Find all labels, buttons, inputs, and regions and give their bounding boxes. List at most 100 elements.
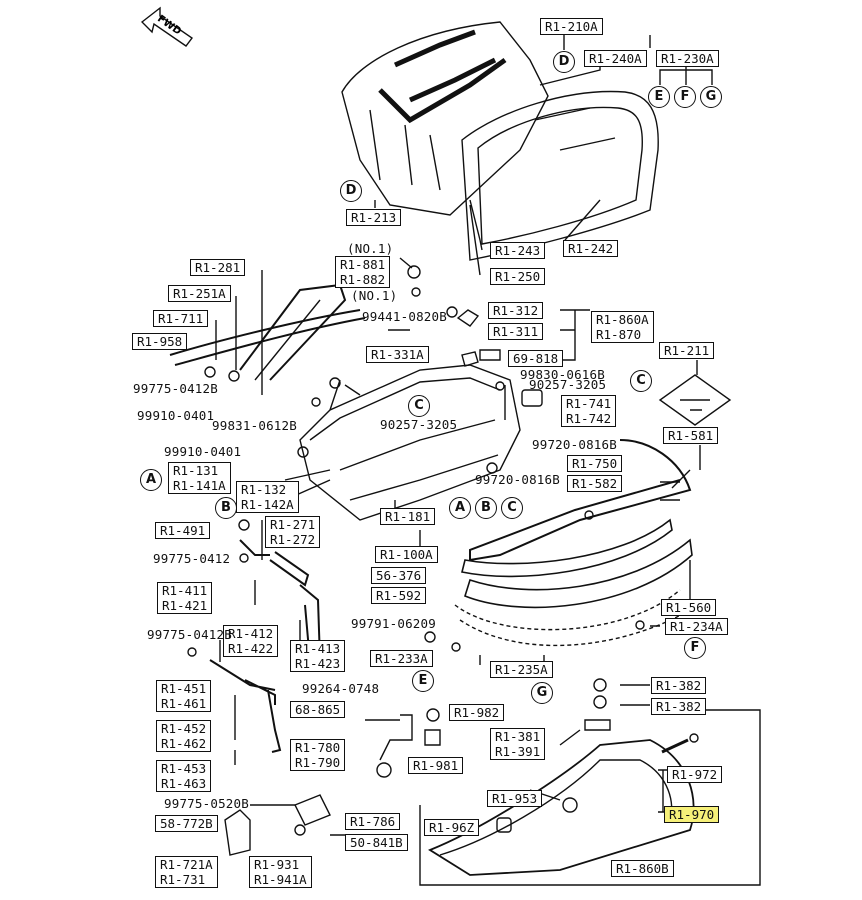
part-box-r1-582: R1-582 [567, 475, 623, 492]
part-box-r1-721a-731: R1-721A R1-731 [155, 856, 218, 888]
label-99264-0748: 99264-0748 [302, 681, 380, 696]
part-box-r1-181: R1-181 [380, 508, 436, 525]
top-frame-shape [299, 364, 521, 521]
callout-g-2: G [531, 682, 553, 704]
label-99720-0816b-a: 99720-0816B [532, 437, 617, 452]
part-box-r1-240a: R1-240A [584, 50, 647, 67]
part-box-r1-953: R1-953 [487, 790, 543, 807]
part-box-r1-213: R1-213 [346, 209, 402, 226]
part-box-r1-210a: R1-210A [540, 18, 603, 35]
part-box-r1-982: R1-982 [449, 704, 505, 721]
part-box-r1-491: R1-491 [155, 522, 211, 539]
part-box-r1-786: R1-786 [345, 813, 401, 830]
callout-b: B [215, 497, 237, 519]
part-box-50-841b: 50-841B [345, 834, 408, 851]
label-no1-a: (NO.1) [347, 241, 394, 256]
part-box-r1-235a: R1-235A [490, 661, 553, 678]
label-99441-0820b: 99441-0820B [362, 309, 447, 324]
part-box-r1-453-463: R1-453 R1-463 [156, 760, 212, 792]
part-box-r1-750: R1-750 [567, 455, 623, 472]
callout-c-3: C [501, 497, 523, 519]
label-99775-0412b-b: 99775-0412B [147, 627, 232, 642]
label-99830-0616b: 99830-0616B [520, 367, 605, 382]
part-box-r1-413-423: R1-413 R1-423 [290, 640, 346, 672]
part-box-r1-251a: R1-251A [168, 285, 231, 302]
label-no1-b: (NO.1) [351, 288, 398, 303]
part-box-r1-382-a: R1-382 [651, 677, 707, 694]
part-box-r1-881-882: R1-881 R1-882 [335, 256, 391, 288]
part-box-r1-981: R1-981 [408, 757, 464, 774]
part-box-58-772b: 58-772B [155, 815, 218, 832]
part-box-r1-234a: R1-234A [665, 618, 728, 635]
knob-icon [376, 762, 392, 778]
warning-label-icon [658, 374, 732, 426]
part-box-r1-741-742: R1-741 R1-742 [561, 395, 617, 427]
side-rail-shape [469, 439, 692, 562]
part-box-r1-100a: R1-100A [375, 546, 438, 563]
part-box-r1-860a-870: R1-860A R1-870 [591, 311, 654, 343]
part-box-r1-711: R1-711 [153, 310, 209, 327]
part-box-r1-412-422: R1-412 R1-422 [223, 625, 279, 657]
part-box-r1-931-941a: R1-931 R1-941A [249, 856, 312, 888]
label-99910-0401-b: 99910-0401 [164, 444, 242, 459]
part-box-r1-780-790: R1-780 R1-790 [290, 739, 346, 771]
part-box-r1-581: R1-581 [663, 427, 719, 444]
callout-g: G [700, 86, 722, 108]
part-box-r1-250: R1-250 [490, 268, 546, 285]
callout-b-2: B [475, 497, 497, 519]
part-box-r1-381-391: R1-381 R1-391 [490, 728, 546, 760]
callout-c: C [630, 370, 652, 392]
label-90257-3205-b: 90257-3205 [380, 417, 458, 432]
wind-deflector-shape [428, 739, 695, 876]
part-box-r1-132-142a: R1-132 R1-142A [236, 481, 299, 513]
part-box-r1-451-461: R1-451 R1-461 [156, 680, 212, 712]
callout-c-2: C [408, 395, 430, 417]
label-99791-06209: 99791-06209 [351, 616, 436, 631]
part-box-r1-411-421: R1-411 R1-421 [157, 582, 213, 614]
part-box-r1-970: R1-970 [664, 806, 720, 823]
callout-f: F [674, 86, 696, 108]
part-box-r1-958: R1-958 [132, 333, 188, 350]
part-box-r1-452-462: R1-452 R1-462 [156, 720, 212, 752]
label-99910-0401-a: 99910-0401 [137, 408, 215, 423]
label-99775-0412: 99775-0412 [153, 551, 231, 566]
part-box-r1-233a: R1-233A [370, 650, 433, 667]
part-box-r1-860b: R1-860B [611, 860, 674, 877]
callout-a: A [140, 469, 162, 491]
part-box-r1-243: R1-243 [490, 242, 546, 259]
part-box-r1-242: R1-242 [563, 240, 619, 257]
callout-e: E [648, 86, 670, 108]
label-90257-3205-a: 90257-3205 [529, 377, 607, 392]
part-box-68-865: 68-865 [290, 701, 346, 718]
part-box-r1-972: R1-972 [667, 766, 723, 783]
part-box-r1-271-272: R1-271 R1-272 [265, 516, 321, 548]
fwd-arrow-icon [140, 6, 193, 47]
bolt-icon [593, 695, 607, 709]
part-box-r1-331a: R1-331A [366, 346, 429, 363]
part-box-r1-281: R1-281 [190, 259, 246, 276]
part-box-r1-131-141a: R1-131 R1-141A [168, 462, 231, 494]
part-box-r1-592: R1-592 [371, 587, 427, 604]
callout-f-2: F [684, 637, 706, 659]
label-99720-0816b-b: 99720-0816B [475, 472, 560, 487]
cap-icon [496, 817, 512, 833]
callout-e-2: E [412, 670, 434, 692]
part-box-r1-382-b: R1-382 [651, 698, 707, 715]
bolt-icon [593, 678, 607, 692]
label-99831-0612b: 99831-0612B [212, 418, 297, 433]
part-box-69-818: 69-818 [508, 350, 564, 367]
part-box-r1-560: R1-560 [661, 599, 717, 616]
part-box-56-376: 56-376 [371, 567, 427, 584]
part-box-r1-312: R1-312 [488, 302, 544, 319]
part-box-r1-211: R1-211 [659, 342, 715, 359]
callout-d: D [553, 51, 575, 73]
part-box-r1-311: R1-311 [488, 323, 544, 340]
part-box-r1-230a: R1-230A [656, 50, 719, 67]
part-box-r1-96z: R1-96Z [424, 819, 480, 836]
callout-d-2: D [340, 180, 362, 202]
label-99775-0520b: 99775-0520B [164, 796, 249, 811]
label-99775-0412b-a: 99775-0412B [133, 381, 218, 396]
grommet-icon [562, 797, 578, 813]
